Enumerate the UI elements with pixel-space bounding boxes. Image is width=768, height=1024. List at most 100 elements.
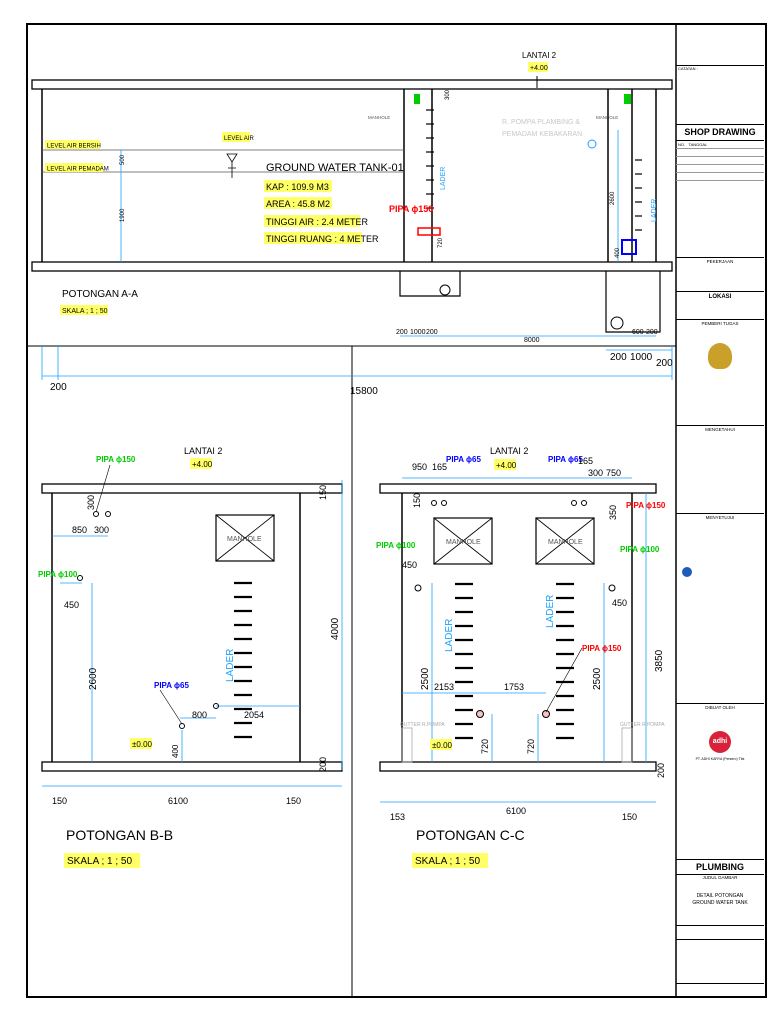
tb-rev-row [676, 157, 764, 165]
tb-rev-row [676, 149, 764, 157]
tb-judul-2: GROUND WATER TANK [692, 900, 748, 906]
pipe-a-red [417, 227, 441, 236]
bg-scale-b [64, 853, 140, 868]
gutter-c-2 [621, 727, 633, 763]
dim-text-c-720b: 720 [526, 739, 536, 754]
tb-judul: JUDUL GAMBAR [702, 875, 738, 880]
pipe-c-1 [431, 500, 437, 506]
label-pipa-c-100a: PIPA ϕ100 [376, 541, 416, 550]
bg-tinggi-ruang [264, 232, 362, 244]
pipe-c-5 [414, 584, 422, 592]
label-tank-name: GROUND WATER TANK-01 [266, 162, 404, 174]
tb-discipline: PLUMBING [696, 862, 744, 872]
tb-divider-4 [676, 257, 764, 258]
dim-text-c-150: 150 [412, 493, 422, 508]
label-manhole-b: MANHOLE [227, 536, 262, 543]
label-lantai-c-level: +4.00 [496, 461, 517, 470]
dim-text-c-2153: 2153 [434, 682, 454, 692]
bg-scale-a [60, 305, 108, 315]
dim-text-a-720: 720 [438, 237, 444, 248]
tb-dibuat-oleh: DIBUAT OLEH [705, 705, 735, 710]
dim-text-c-750: 750 [606, 468, 621, 478]
pipe-b-3 [77, 575, 83, 581]
manhole-c-1-x2 [433, 517, 493, 565]
dim-text-c-2500b: 2500 [592, 667, 603, 690]
bg-tinggi-air [264, 215, 360, 227]
manhole-c-2 [535, 517, 595, 565]
sump-a-1 [399, 271, 461, 297]
dim-text-c-6100: 6100 [506, 806, 526, 816]
label-lantai-c: LANTAI 2 [490, 446, 528, 456]
ladder-c-2 [556, 582, 574, 740]
label-gutter-c-2: GUTTER R.POMPA [620, 722, 665, 728]
pipe-a-green-2 [624, 94, 631, 104]
dim-text-a-r3: 200 [656, 358, 673, 369]
tb-rev-row [676, 165, 764, 173]
label-level-air-bersih: LEVEL AIR BERSIH [47, 144, 101, 150]
label-lantai-b-level: +4.00 [192, 460, 213, 469]
label-manhole-a-2: MANHOLE [596, 115, 618, 120]
dim-text-a-b6: 200 [646, 329, 658, 336]
ladder-b [234, 581, 252, 739]
dim-text-b-150b: 150 [286, 796, 301, 806]
dim-text-a-b4: 8000 [524, 337, 540, 344]
bg-scale-c [412, 853, 488, 868]
label-lantai-a: LANTAI 2 [522, 51, 557, 60]
ladder-a-2 [635, 159, 642, 231]
dim-text-b-6100: 6100 [168, 796, 188, 806]
label-lantai-a-level: +4.00 [530, 65, 548, 72]
bg-area [264, 197, 332, 209]
label-tinggi-air: TINGGI AIR : 2.4 METER [266, 217, 369, 227]
sheet-border [26, 23, 767, 998]
dim-text-a-b2: 1000 [410, 329, 426, 336]
bg-level0-b [130, 738, 152, 749]
pipe-c-6 [608, 584, 616, 592]
bg-kap [264, 180, 332, 192]
dim-text-a-1900: 1900 [120, 208, 126, 222]
sump-a-2 [605, 271, 661, 333]
dim-text-a-15800: 15800 [350, 386, 378, 397]
label-pipa-c-150b: PIPA ϕ150 [582, 644, 622, 653]
police-emblem-icon [708, 343, 732, 369]
dim-text-a-b1: 200 [396, 329, 408, 336]
tb-rev-row [676, 173, 764, 181]
dim-text-b-4000: 4000 [330, 617, 341, 640]
slab-top-c [379, 483, 657, 494]
pipe-c-7 [476, 710, 484, 718]
water-level-symbol [226, 153, 238, 178]
tb-menyetujui: MENYETUJUI [705, 515, 735, 520]
drain-a-1 [439, 284, 451, 296]
label-pipa-c-100b: PIPA ϕ100 [620, 545, 660, 554]
dim-text-c-150b: 150 [622, 812, 637, 822]
label-scale-c: SKALA ; 1 ; 50 [415, 856, 480, 867]
pipe-c-3 [571, 500, 577, 506]
dim-text-c-2500: 2500 [420, 667, 431, 690]
label-pipa-b-150: PIPA ϕ150 [96, 455, 136, 464]
label-manhole-a-1: MANHOLE [368, 115, 390, 120]
dim-text-c-450b: 450 [612, 598, 627, 608]
label-lantai-b: LANTAI 2 [184, 446, 222, 456]
label-title-a: POTONGAN A-A [62, 289, 138, 300]
dim-text-c-165: 165 [432, 462, 447, 472]
manhole-c-1 [433, 517, 493, 565]
dim-text-b-300: 300 [86, 495, 96, 510]
label-room-1: R. POMPA PLAMBING & [502, 119, 580, 126]
dim-text-a-2600: 2600 [610, 191, 616, 205]
pipe-b-leader-1 [95, 464, 111, 513]
pipe-c-2 [441, 500, 447, 506]
ladder-a-1 [426, 109, 434, 209]
label-scale-b: SKALA ; 1 ; 50 [67, 856, 132, 867]
tb-divider-1 [676, 65, 764, 66]
tb-divider-14 [676, 983, 764, 984]
manhole-c-2-x2 [535, 517, 595, 565]
tb-rev-header: NO. TANGGAL [676, 141, 764, 149]
dim-text-a-b3: 200 [426, 329, 438, 336]
label-tinggi-ruang: TINGGI RUANG : 4 METER [266, 234, 379, 244]
tb-divider-5 [676, 291, 764, 292]
dim-text-a-300: 300 [445, 89, 451, 100]
tb-divider-3 [676, 140, 764, 141]
slab-bottom-c [379, 761, 657, 772]
label-pipa-c-65a: PIPA ϕ65 [446, 455, 481, 464]
label-level-air: LEVEL AIR [224, 136, 254, 142]
bg-level-air-pemadam [45, 163, 103, 172]
